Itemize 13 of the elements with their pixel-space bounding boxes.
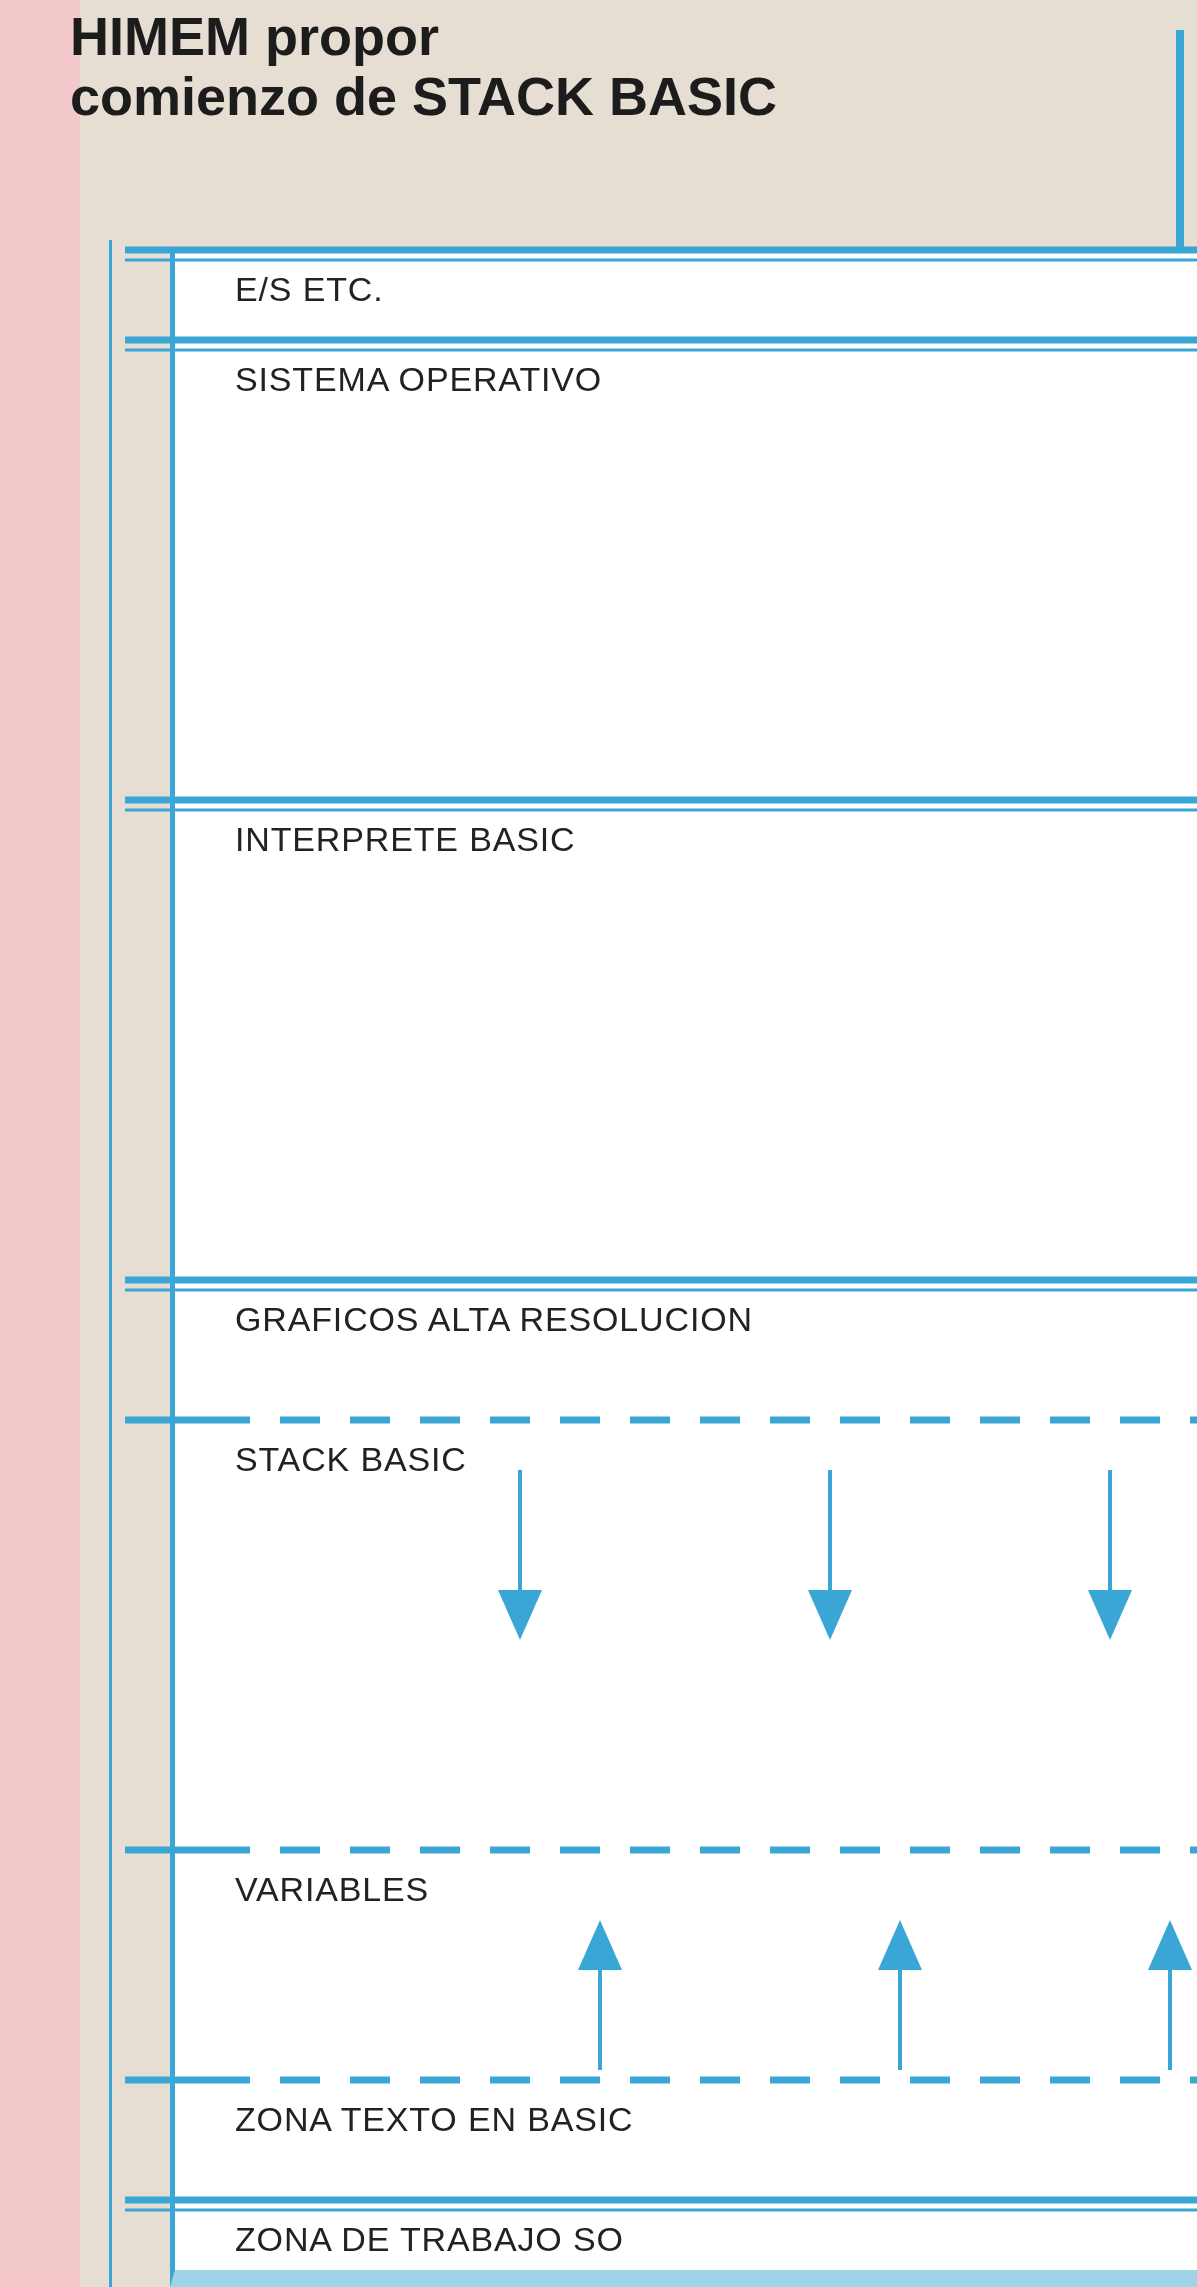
- caption-text: HIMEM propor: [70, 6, 440, 66]
- region-label: GRAFICOS ALTA RESOLUCION: [235, 1299, 753, 1340]
- region-label: INTERPRETE BASIC: [235, 819, 576, 860]
- memory-region: [170, 1420, 1197, 1850]
- region-label: ZONA TEXTO EN BASIC: [235, 2099, 634, 2140]
- caption-text: comienzo de STACK BASIC: [70, 66, 778, 126]
- region-label: SISTEMA OPERATIVO: [235, 359, 603, 400]
- region-label: ZONA DE TRABAJO SO: [235, 2219, 624, 2260]
- memory-region: [170, 1850, 1197, 2080]
- region-label: VARIABLES: [235, 1869, 430, 1910]
- region-label: STACK BASIC: [235, 1439, 467, 1480]
- memory-region: [170, 2080, 1197, 2200]
- region-label: E/S ETC.: [235, 269, 384, 310]
